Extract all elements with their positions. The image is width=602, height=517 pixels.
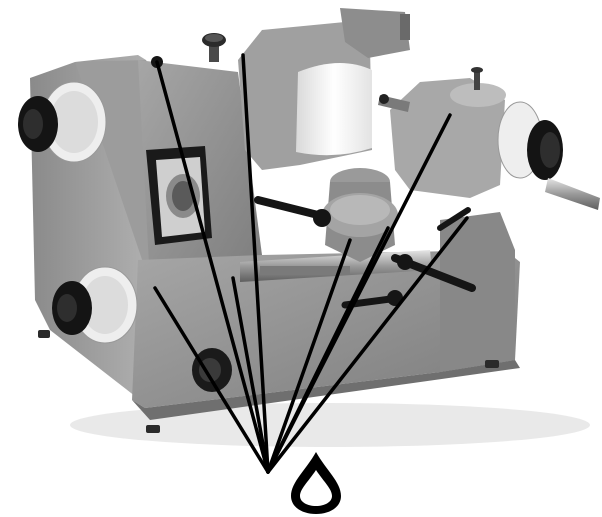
leader-line bbox=[266, 238, 352, 474]
base-knob bbox=[192, 348, 232, 392]
leader-line bbox=[266, 216, 469, 474]
oil-drop-icon bbox=[291, 452, 341, 514]
leader-line bbox=[153, 286, 270, 474]
lubrication-leader-lines bbox=[153, 53, 469, 474]
machine-feet bbox=[38, 330, 499, 433]
leader-line bbox=[241, 53, 270, 474]
wheel-guard bbox=[296, 62, 372, 156]
universal-work-head bbox=[378, 67, 600, 210]
slide-rod bbox=[240, 250, 432, 282]
leader-line bbox=[155, 60, 270, 474]
work-head-pedestal bbox=[322, 168, 398, 262]
floor-shadow bbox=[70, 403, 590, 447]
lower-handwheel bbox=[52, 266, 138, 344]
leader-line bbox=[231, 276, 270, 474]
upper-handwheel bbox=[18, 81, 107, 163]
wheel-head bbox=[238, 8, 410, 170]
switch-box bbox=[146, 146, 212, 245]
top-knob bbox=[202, 33, 226, 62]
leader-line bbox=[266, 113, 452, 474]
